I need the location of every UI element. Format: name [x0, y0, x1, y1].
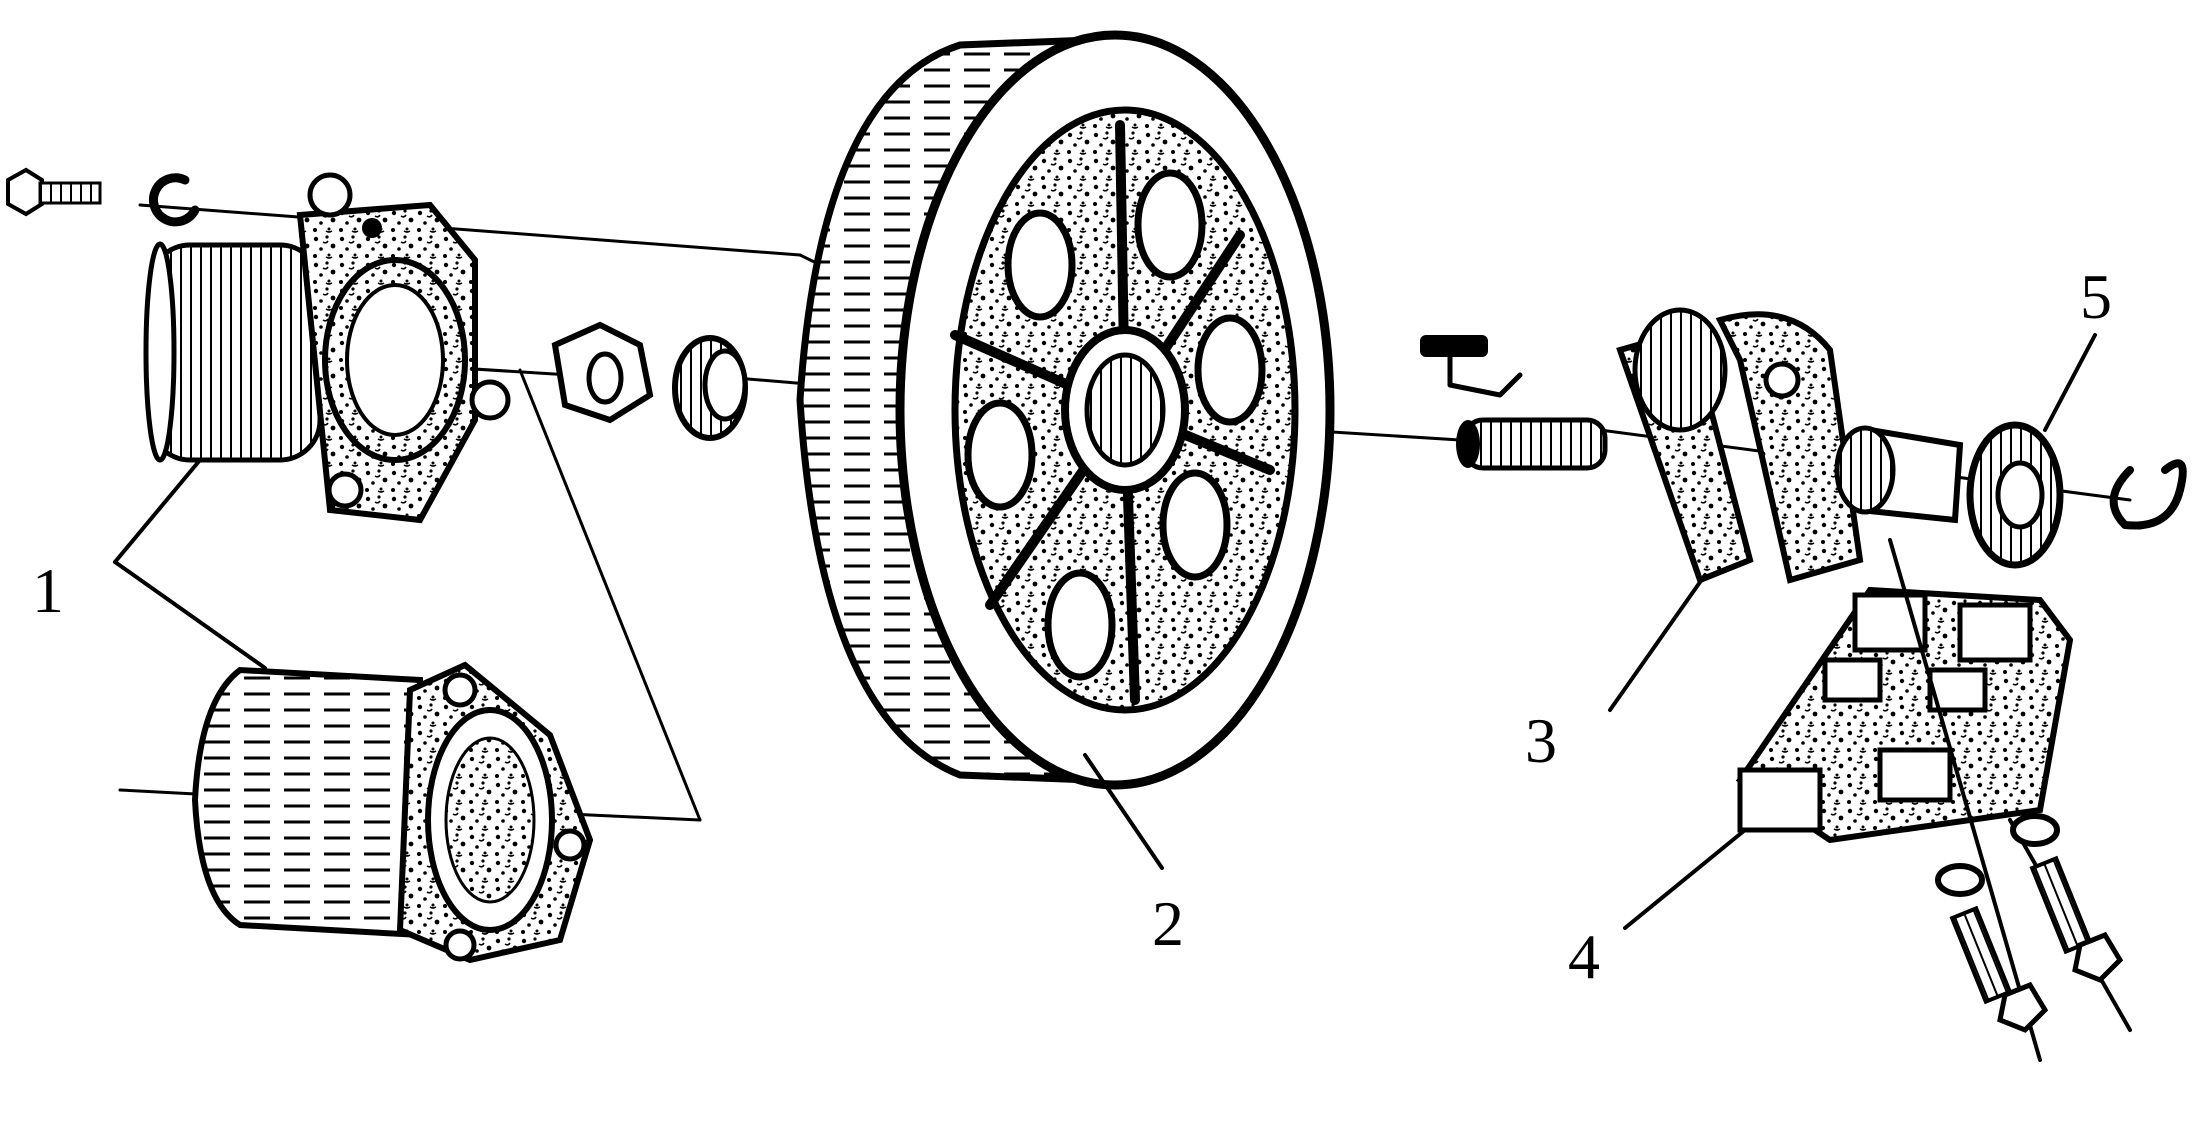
hub-upper	[143, 172, 511, 524]
flywheel	[796, 30, 1335, 790]
label-3: 3	[1525, 705, 1557, 776]
label-1: 1	[32, 555, 64, 626]
nut-and-washer	[551, 321, 748, 441]
bearing-caps	[1735, 586, 2074, 844]
sprocket-and-clip	[1966, 421, 2187, 569]
label-5: 5	[2080, 261, 2112, 332]
cap-bolts	[1888, 538, 2132, 1062]
crankshaft-assembly	[1420, 307, 1964, 584]
part-labels: 1 2 3 4 5	[32, 261, 2112, 992]
label-4: 4	[1568, 921, 1600, 992]
label-2: 2	[1152, 888, 1184, 959]
hub-lower	[191, 661, 594, 964]
leader-lines	[113, 333, 2097, 930]
bolt-part	[6, 167, 200, 227]
